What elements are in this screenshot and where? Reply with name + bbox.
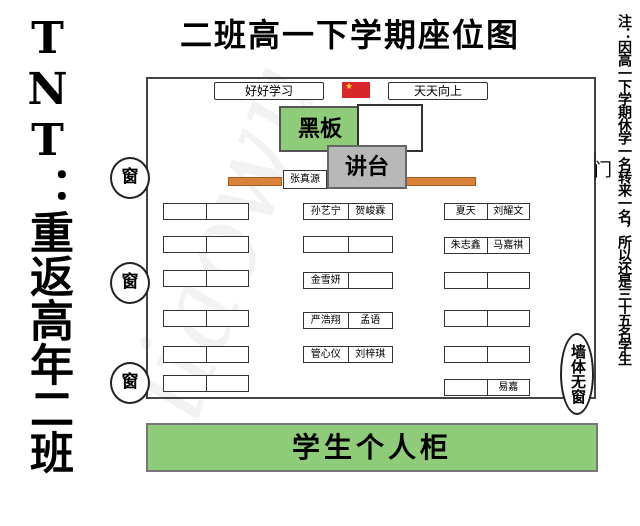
podium: 讲台	[327, 145, 407, 189]
podium-ledge-left	[228, 177, 282, 186]
desk-left-1	[163, 203, 249, 220]
desk-right-3	[444, 272, 530, 289]
desk-middle-2	[303, 236, 393, 253]
seat-right-2-2: 马嘉祺	[486, 238, 530, 253]
desk-middle-4: 严浩翔孟语	[303, 312, 393, 329]
door-frame	[594, 152, 614, 180]
banner-right: 天天向上	[388, 82, 488, 100]
seat-right-2-1: 朱志鑫	[450, 240, 481, 251]
seat-middle-4-2: 孟语	[347, 313, 393, 328]
desk-middle-3: 金雪妍	[303, 272, 393, 289]
seat-middle-5-2: 刘梓琪	[347, 347, 393, 362]
door-label: 门	[594, 160, 612, 181]
page-title: 二班高一下学期座位图	[179, 16, 520, 54]
seat-right-5-2	[486, 347, 530, 362]
solid-wall-label: 墙体无窗	[560, 333, 594, 415]
seat-right-4-1	[445, 311, 487, 326]
seat-left-5-1	[164, 347, 206, 362]
desk-left-5	[163, 346, 249, 363]
seat-middle-5-1: 管心仪	[310, 349, 341, 360]
china-flag-icon: ★	[342, 82, 370, 98]
seat-left-4-1	[164, 311, 206, 326]
footnote: 注：因高一下学期休学一名转来一名，所以还是三十五名学生	[616, 14, 632, 365]
seat-right-6-2: 易嘉	[486, 380, 530, 395]
seat-middle-4-1: 严浩翔	[310, 315, 341, 326]
window-1: 窗	[110, 157, 150, 199]
classroom-outline	[146, 77, 596, 399]
seat-right-6-1	[445, 380, 487, 395]
desk-middle-1: 孙艺宁贺峻霖	[303, 203, 393, 220]
seat-left-3-2	[205, 271, 249, 286]
side-title: TNT：重返高年二班	[22, 12, 73, 474]
seat-middle-3-2	[347, 273, 393, 288]
desk-left-3	[163, 270, 249, 287]
blackboard: 黑板	[279, 106, 361, 152]
teacher-nameplate: 张真源	[283, 170, 327, 189]
seat-right-4-2	[486, 311, 530, 326]
seat-middle-1-1: 孙艺宁	[310, 206, 341, 217]
desk-right-5	[444, 346, 530, 363]
window-2: 窗	[110, 262, 150, 304]
desk-right-6: 易嘉	[444, 379, 530, 396]
desk-middle-5: 管心仪刘梓琪	[303, 346, 393, 363]
desk-right-2: 朱志鑫马嘉祺	[444, 237, 530, 254]
seat-left-3-1	[164, 271, 206, 286]
desk-left-4	[163, 310, 249, 327]
seat-middle-1-2: 贺峻霖	[347, 204, 393, 219]
student-lockers: 学生个人柜	[146, 423, 598, 472]
seat-left-2-1	[164, 237, 206, 252]
seat-middle-3-1: 金雪妍	[310, 275, 341, 286]
desk-left-2	[163, 236, 249, 253]
desk-left-6	[163, 375, 249, 392]
desk-right-1: 夏天刘耀文	[444, 203, 530, 220]
seat-right-5-1	[445, 347, 487, 362]
seat-left-5-2	[205, 347, 249, 362]
desk-right-4	[444, 310, 530, 327]
seat-left-6-1	[164, 376, 206, 391]
window-3: 窗	[110, 362, 150, 404]
seat-left-1-2	[205, 204, 249, 219]
seat-middle-2-2	[347, 237, 393, 252]
seat-right-3-2	[486, 273, 530, 288]
seat-left-2-2	[205, 237, 249, 252]
seat-left-1-1	[164, 204, 206, 219]
seat-middle-2-1	[304, 237, 348, 252]
seat-right-1-1: 夏天	[455, 206, 476, 217]
seat-left-6-2	[205, 376, 249, 391]
seat-right-3-1	[445, 273, 487, 288]
banner-left: 好好学习	[214, 82, 324, 100]
seat-left-4-2	[205, 311, 249, 326]
seat-right-1-2: 刘耀文	[486, 204, 530, 219]
